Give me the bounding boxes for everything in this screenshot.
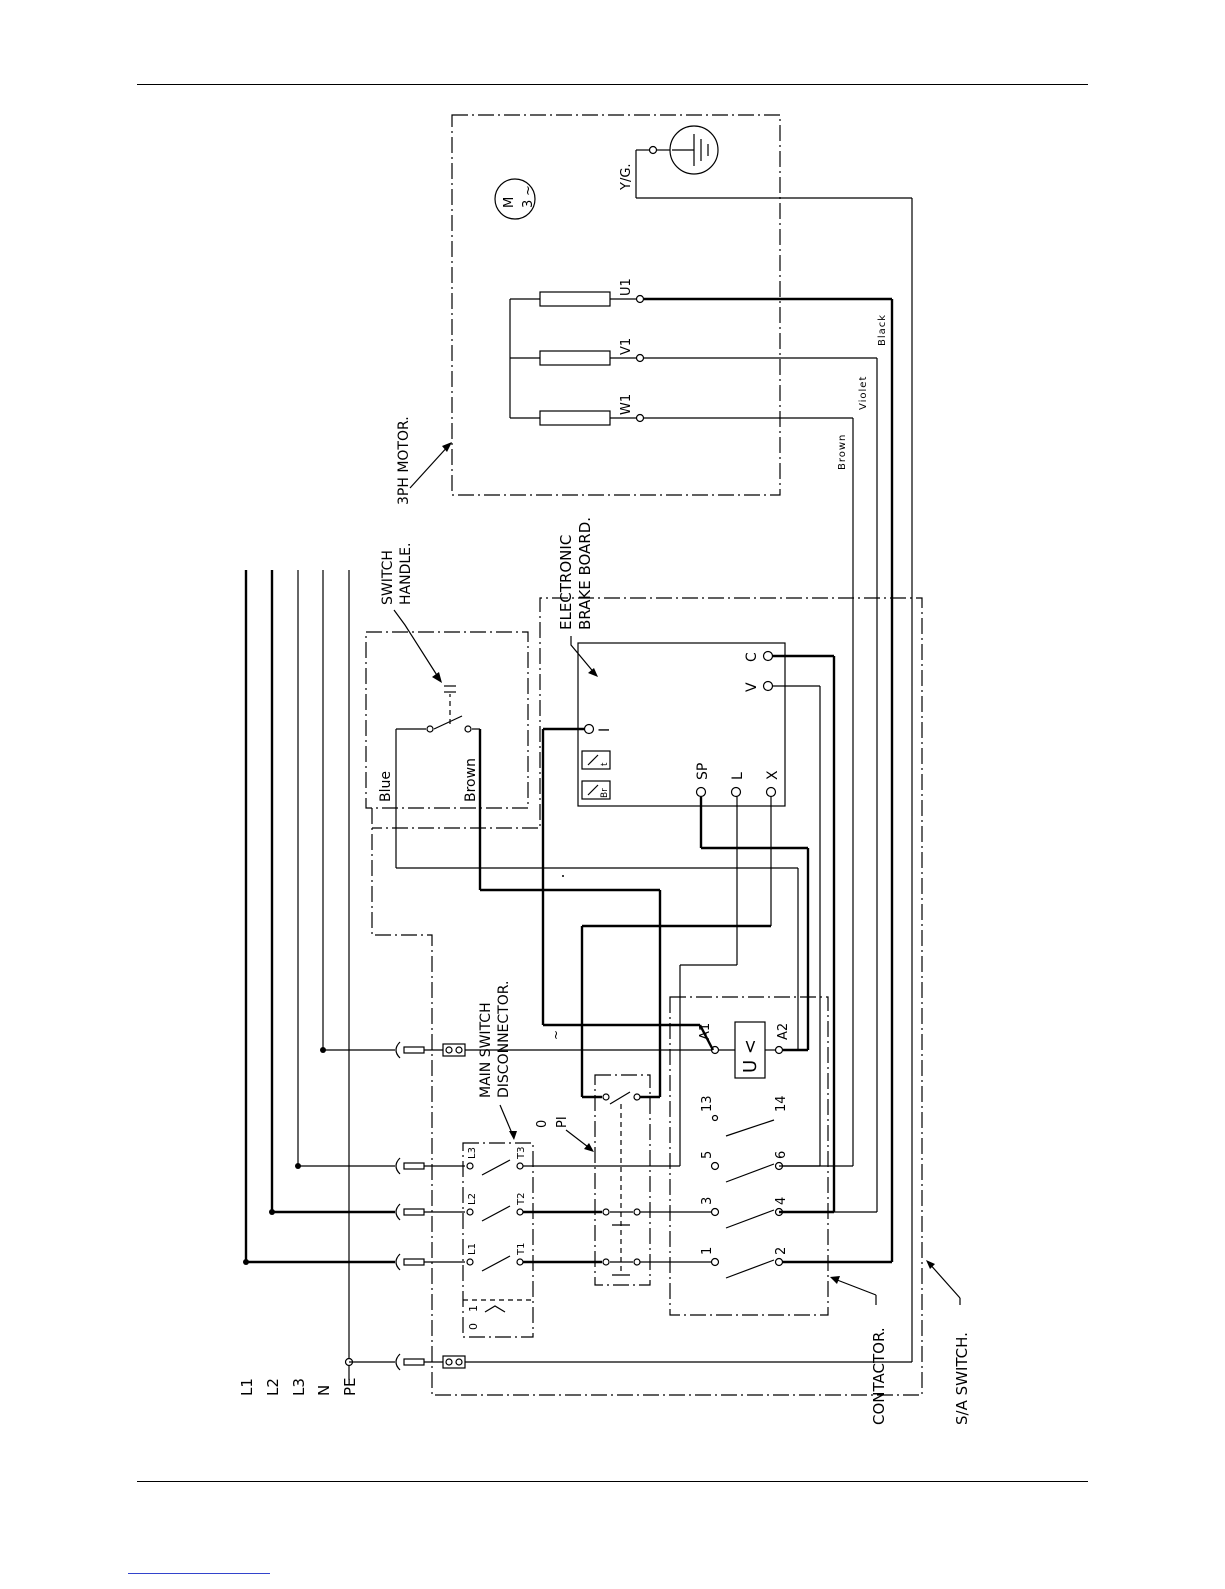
pi-switch: 0 PI bbox=[535, 1075, 650, 1285]
pi-label: PI bbox=[555, 1116, 570, 1128]
tilde-mark: ~ bbox=[549, 1030, 563, 1040]
sh-title-1: SWITCH bbox=[380, 550, 396, 605]
bb-term-i: I bbox=[597, 728, 613, 732]
bb-term-x: X bbox=[765, 770, 781, 780]
bus-label-l2: L2 bbox=[264, 1378, 282, 1396]
sa-switch-title: S/A SWITCH. bbox=[953, 1332, 971, 1425]
contact-14: 14 bbox=[774, 1095, 789, 1112]
sh-wire-blue: Blue bbox=[378, 771, 394, 802]
footer-rule bbox=[137, 1481, 1088, 1482]
electronic-brake-board: C V I SP L X t Br ELECTRONIC BRAKE BOARD… bbox=[557, 517, 785, 806]
motor-symbol-3: 3 bbox=[521, 200, 536, 208]
contact-4: 4 bbox=[774, 1197, 789, 1205]
bus-label-n: N bbox=[315, 1385, 333, 1396]
ms-term-l1: L1 bbox=[467, 1243, 478, 1255]
contact-1: 1 bbox=[700, 1247, 715, 1255]
three-phase-motor: M 3 ~ Y/G. U1 V1 W1 Black Vi bbox=[396, 115, 912, 505]
ms-term-t1: T1 bbox=[516, 1243, 527, 1256]
ms-term-t3: T3 bbox=[516, 1147, 527, 1160]
ms-title-1: MAIN SWITCH bbox=[478, 1002, 494, 1098]
contact-5: 5 bbox=[700, 1151, 715, 1159]
contact-6: 6 bbox=[774, 1151, 789, 1159]
supply-bus: L1 L2 L3 N PE bbox=[238, 570, 359, 1396]
bb-icon-br: Br bbox=[600, 788, 610, 798]
ms-term-l2: L2 bbox=[467, 1193, 478, 1205]
pi-label-top: 0 bbox=[535, 1120, 550, 1128]
wire-black: Black bbox=[877, 314, 888, 346]
coil-a2: A2 bbox=[776, 1023, 791, 1040]
bb-term-sp: SP bbox=[695, 763, 711, 780]
contact-3: 3 bbox=[700, 1197, 715, 1205]
bb-term-l: L bbox=[730, 772, 746, 780]
bb-term-c: C bbox=[744, 652, 760, 662]
main-switch-disconnector: L1 L2 L3 T1 T2 T3 0 1 MAIN SWITCH DISCON… bbox=[463, 981, 533, 1337]
motor-term-w1: W1 bbox=[619, 394, 634, 415]
ms-term-l3: L3 bbox=[467, 1147, 478, 1159]
header-rule bbox=[137, 84, 1088, 85]
enclosure-outlines bbox=[372, 598, 922, 1395]
motor-feed-wiring bbox=[782, 198, 912, 1362]
motor-term-v1: V1 bbox=[619, 338, 634, 355]
ms-term-t2: T2 bbox=[516, 1193, 527, 1206]
bus-label-pe: PE bbox=[341, 1377, 359, 1396]
footer-link-underline bbox=[128, 1573, 270, 1574]
sa-switch: S/A SWITCH. bbox=[926, 1260, 971, 1425]
sh-wire-brown: Brown bbox=[463, 758, 479, 802]
coil-label: U < bbox=[740, 1039, 761, 1073]
motor-symbol-m: M bbox=[502, 197, 517, 208]
wire-violet: Violet bbox=[858, 376, 869, 410]
wire-brown: Brown bbox=[837, 434, 848, 470]
sh-title-2: HANDLE. bbox=[398, 543, 414, 605]
bus-label-l3: L3 bbox=[290, 1378, 308, 1396]
brake-board-wiring: ~ bbox=[543, 656, 834, 1212]
motor-ground-label: Y/G. bbox=[619, 163, 634, 191]
contact-13: 13 bbox=[700, 1095, 715, 1112]
input-terminals bbox=[246, 1042, 912, 1370]
ms-title-2: DISCONNECTOR. bbox=[496, 981, 512, 1098]
contactor-title: CONTACTOR. bbox=[870, 1327, 888, 1425]
bb-icon-t: t bbox=[600, 762, 610, 766]
ms-pos-1: 1 bbox=[467, 1305, 480, 1312]
bb-term-v: V bbox=[744, 682, 760, 692]
contact-2: 2 bbox=[774, 1247, 789, 1255]
motor-term-u1: U1 bbox=[619, 278, 634, 296]
bb-title-1: ELECTRONIC bbox=[557, 535, 575, 630]
motor-title: 3PH MOTOR. bbox=[396, 416, 412, 505]
ms-pos-0: 0 bbox=[467, 1323, 480, 1330]
svg-text:~: ~ bbox=[521, 185, 536, 196]
bus-label-l1: L1 bbox=[238, 1378, 256, 1396]
bb-title-2: BRAKE BOARD. bbox=[576, 517, 594, 630]
